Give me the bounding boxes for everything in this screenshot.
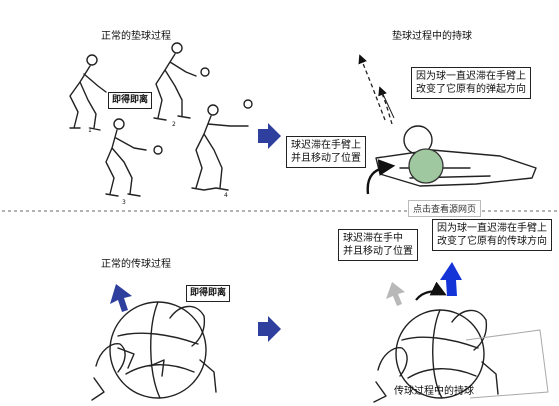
callout-bounce-direction: 因为球一直迟滞在手臂上 改变了它原有的弹起方向 xyxy=(411,67,531,99)
player-figure-1 xyxy=(69,54,107,131)
view-source-watermark[interactable]: 点击查看源网页 xyxy=(408,200,482,217)
frame-number-4: 4 xyxy=(224,192,228,199)
player-figure-3 xyxy=(105,118,163,197)
dig-sequence-illustration xyxy=(69,42,253,197)
bottom-right-title: 传球过程中的持球 xyxy=(394,386,474,397)
callout-bounce-line-1: 因为球一直迟滞在手臂上 xyxy=(416,71,526,82)
transition-arrow-bottom xyxy=(258,316,281,342)
bottom-left-title: 正常的传球过程 xyxy=(101,259,171,270)
ball-move-arrow xyxy=(366,159,396,195)
callout-pass-direction: 因为球一直迟滞在手臂上 改变了它原有的传球方向 xyxy=(432,219,552,251)
callout-ball-delay-arm: 球迟滞在手臂上 并且移动了位置 xyxy=(286,136,366,168)
callout-pass-line-2: 改变了它原有的传球方向 xyxy=(437,236,547,247)
instant-leave-label-top: 即得即离 xyxy=(108,92,153,109)
callout-pointer xyxy=(381,91,395,119)
callout-arm-line-2: 并且移动了位置 xyxy=(291,153,361,164)
deflected-pass-arrow xyxy=(440,262,462,296)
set-holding-illustration xyxy=(373,262,549,403)
dig-holding-illustration xyxy=(358,54,537,195)
frame-number-1: 1 xyxy=(88,127,92,134)
top-left-title: 正常的垫球过程 xyxy=(101,31,171,42)
deflected-path-arrow xyxy=(358,54,386,121)
ball-outline-right xyxy=(395,309,485,399)
callout-arm-line-1: 球迟滞在手臂上 xyxy=(291,140,361,151)
set-normal-illustration xyxy=(91,284,217,401)
frame-number-3: 3 xyxy=(122,199,126,206)
ball-move-arrow-set xyxy=(415,281,447,301)
callout-hand-line-2: 并且移动了位置 xyxy=(343,246,413,257)
instant-leave-label-bottom: 即得即离 xyxy=(186,285,231,302)
player-figure-2 xyxy=(153,42,210,121)
intended-path-arrow xyxy=(378,86,393,125)
player-figure-4 xyxy=(191,99,253,191)
pass-direction-arrow-left xyxy=(110,284,132,312)
top-right-title: 垫球过程中的持球 xyxy=(392,31,472,42)
ball-green xyxy=(408,148,444,184)
callout-hand-line-1: 球迟滞在手中 xyxy=(343,233,403,244)
intended-pass-arrow xyxy=(386,282,405,306)
callout-ball-delay-hand: 球迟滞在手中 并且移动了位置 xyxy=(338,229,418,261)
callout-bounce-line-2: 改变了它原有的弹起方向 xyxy=(416,84,526,95)
callout-pass-line-1: 因为球一直迟滞在手臂上 xyxy=(437,223,547,234)
transition-arrow-top xyxy=(258,123,281,149)
frame-number-2: 2 xyxy=(172,121,176,128)
